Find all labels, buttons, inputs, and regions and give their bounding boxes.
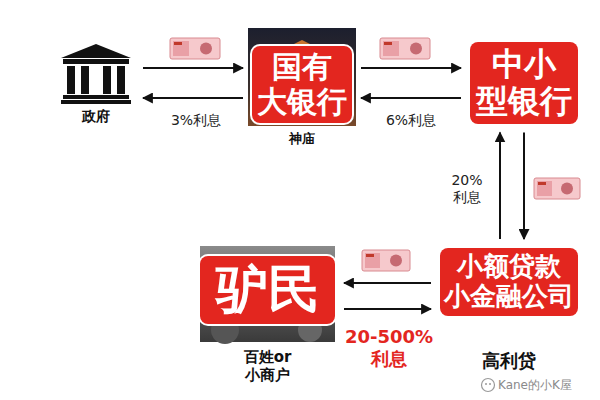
flow-arrow (361, 97, 461, 99)
flow-arrow (143, 67, 243, 69)
node-caption: 高利贷 (480, 350, 538, 372)
lender-node: 小额贷款 小金融公司高利贷 (440, 248, 578, 371)
flow-arrow (499, 133, 501, 239)
government-icon (61, 44, 131, 104)
citizen-photo (200, 246, 335, 344)
node-title: 中小 型银行 (470, 42, 578, 124)
state-bank-node: 国有 大银行神庙 (252, 46, 352, 147)
node-caption: 政府 (80, 108, 112, 125)
interest-label: 6%利息 (373, 112, 449, 129)
flow-arrow (361, 67, 461, 69)
node-caption: 神庙 (287, 131, 317, 147)
node-title: 驴民 (200, 256, 335, 324)
banknote (170, 38, 220, 59)
watermark: Kane的小K屋 (498, 378, 572, 392)
flow-arrow (523, 133, 525, 239)
banknote (380, 38, 430, 59)
node-caption: 百姓or 小商户 (236, 348, 300, 384)
banknote (534, 178, 580, 199)
wechat-icon (482, 379, 495, 392)
temple-photo (248, 28, 356, 126)
flow-arrow (344, 308, 431, 310)
node-title: 小额贷款 小金融公司 (440, 248, 578, 316)
flow-arrow (143, 97, 243, 99)
node-title: 国有 大银行 (252, 46, 352, 123)
interest-label: 20% 利息 (444, 172, 490, 206)
interest-label: 3%利息 (158, 112, 234, 129)
citizen-node: 驴民百姓or 小商户 (200, 256, 335, 384)
small-bank-node: 中小 型银行 (470, 42, 578, 124)
banknote (362, 250, 410, 271)
interest-label: 20-500% 利息 (341, 326, 437, 369)
government-node: 政府 (58, 44, 134, 125)
flow-arrow (344, 282, 431, 284)
